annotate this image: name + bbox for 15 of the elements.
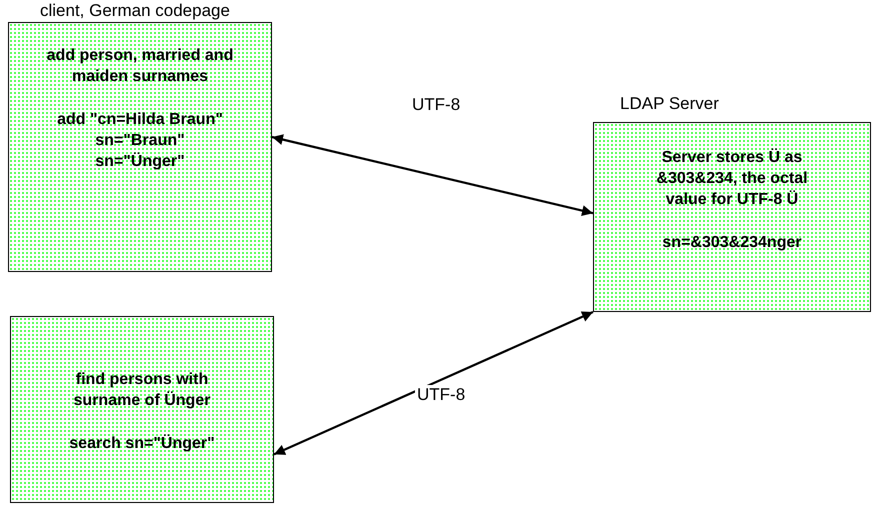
box-text: find persons with surname of Ünger [72,370,212,411]
box-text: add person, married and maiden surnames [46,46,234,87]
box-text: add "cn=Hilda Braun" [57,110,223,130]
box-text: Server stores Ü as &303&234, the octal value for UTF-8 Ü [655,147,809,210]
double-arrow [272,134,594,216]
box-text: sn="Braun" [95,131,185,151]
process-box [8,22,272,272]
box-caption: LDAP Server [620,94,719,114]
process-box [593,122,871,312]
process-box [10,316,274,503]
box-text: search sn="Ünger" [69,433,215,454]
box-caption: client, German codepage [40,1,230,21]
box-text: sn="Ünger" [95,151,185,172]
double-arrow [274,311,594,456]
box-text: sn=&303&234nger [662,233,802,253]
